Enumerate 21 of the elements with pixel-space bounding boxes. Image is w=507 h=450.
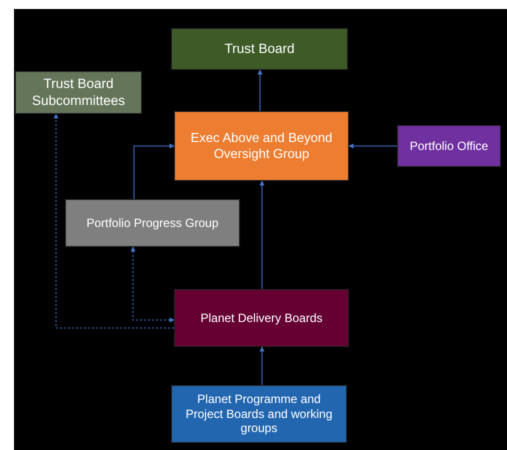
arrow (257, 69, 263, 111)
board-box (171, 385, 347, 443)
office-box (397, 125, 501, 167)
arrow (130, 246, 175, 323)
arrow (259, 346, 265, 385)
node-label: Portfolio Office (410, 138, 488, 154)
group-box (65, 199, 240, 247)
node-label: Planet Programme and Project Boards and working groups (184, 392, 334, 436)
board-box (174, 289, 349, 347)
arrow (133, 143, 175, 199)
committee-box (15, 71, 142, 114)
group-box (174, 111, 349, 181)
node-label: Trust Board Subcommittees (30, 76, 126, 109)
board-box (171, 28, 348, 70)
node-label: Planet Delivery Boards (200, 310, 323, 326)
arrow (348, 143, 397, 149)
arrow (53, 113, 174, 329)
node-label: Portfolio Progress Group (86, 216, 219, 230)
node-label: Trust Board (224, 40, 295, 58)
arrow (259, 180, 265, 289)
node-label: Exec Above and Beyond Oversight Group (190, 130, 334, 162)
